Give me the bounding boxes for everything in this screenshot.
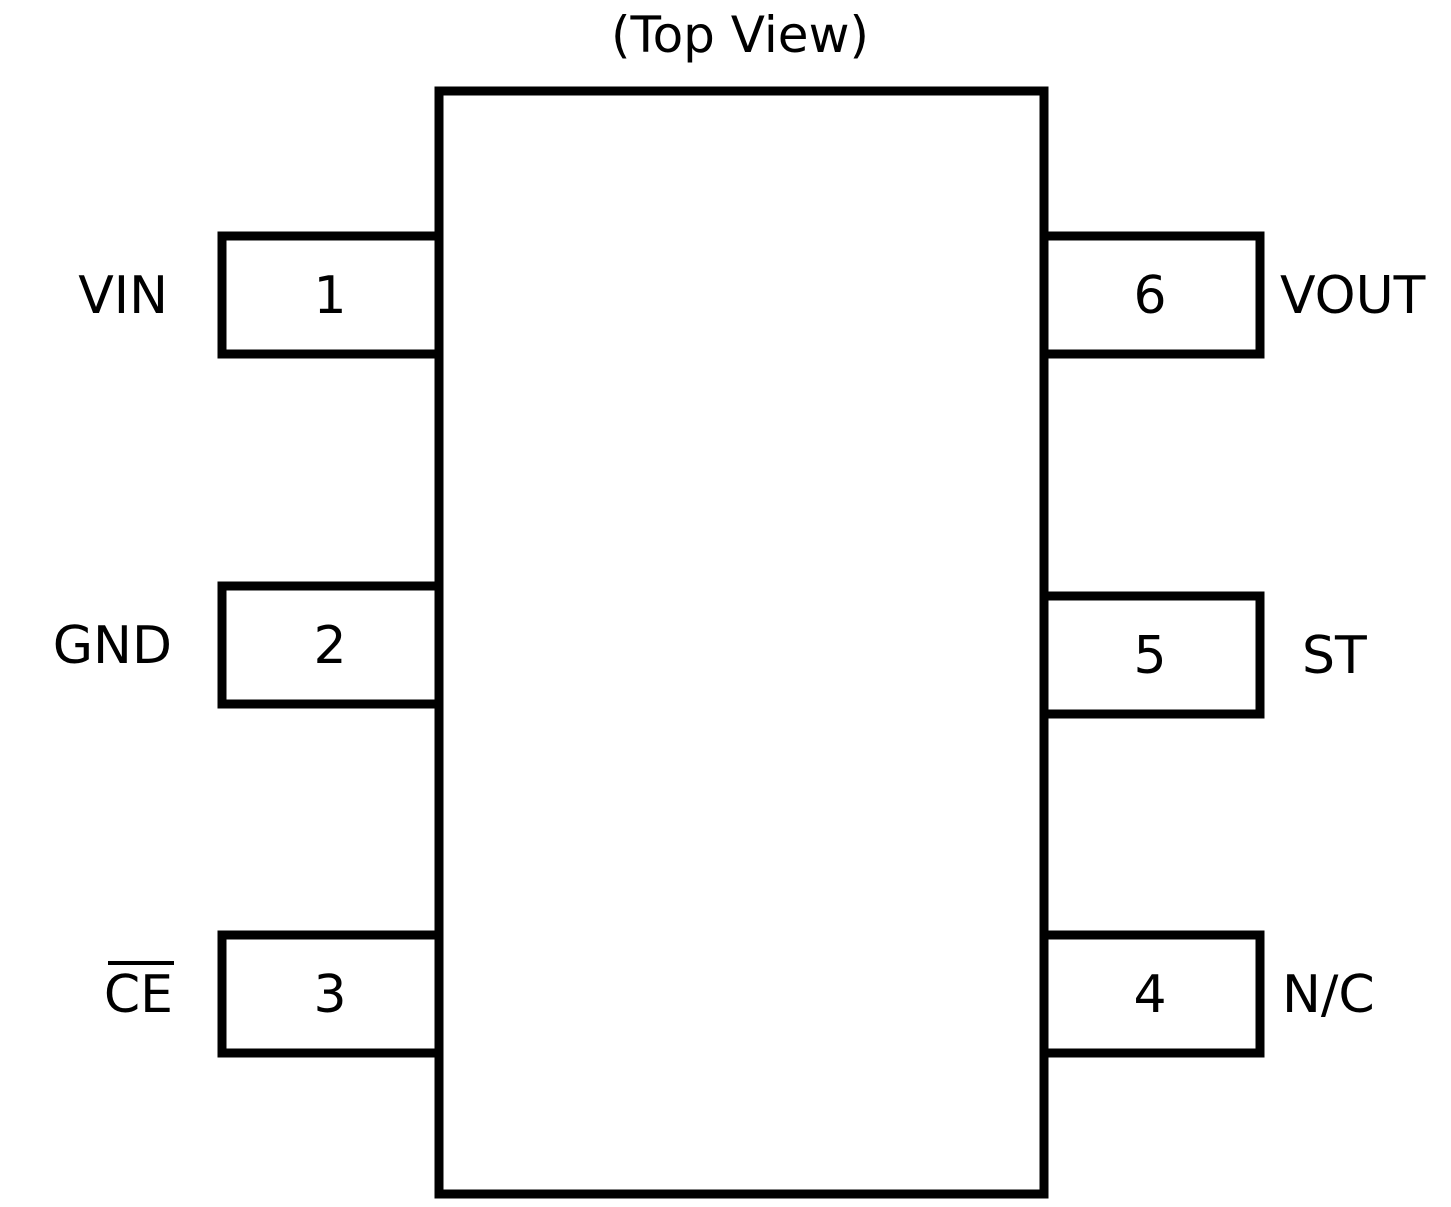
diagram-title: (Top View): [611, 6, 869, 64]
ic-package-body: [434, 86, 1049, 1199]
pin-4-name: N/C: [1282, 965, 1375, 1025]
pin-3-lead: [217, 930, 444, 1058]
pin-4: 4 N/C: [1039, 930, 1375, 1058]
pin-4-number: 4: [1133, 965, 1166, 1025]
pin-3-name: CE: [104, 965, 173, 1025]
pin-6-name: VOUT: [1280, 266, 1426, 326]
pin-5-lead: [1039, 591, 1265, 719]
pin-2-lead: [217, 581, 444, 709]
pin-2-name: GND: [53, 616, 172, 676]
pin-6-lead: [1039, 231, 1265, 359]
pin-1: 1 VIN: [78, 231, 444, 359]
pin-1-lead: [217, 231, 444, 359]
pin-5-number: 5: [1133, 626, 1166, 686]
pin-3-number: 3: [313, 965, 346, 1025]
pin-2: 2 GND: [53, 581, 444, 709]
pin-6-number: 6: [1133, 266, 1166, 326]
pin-1-number: 1: [313, 266, 346, 326]
pin-6: 6 VOUT: [1039, 231, 1426, 359]
pin-3: 3 CE: [104, 930, 444, 1058]
pin-4-lead: [1039, 930, 1265, 1058]
pin-5-name: ST: [1302, 626, 1367, 686]
pin-5: 5 ST: [1039, 591, 1367, 719]
pin-1-name: VIN: [78, 266, 168, 326]
pin-2-number: 2: [313, 616, 346, 676]
